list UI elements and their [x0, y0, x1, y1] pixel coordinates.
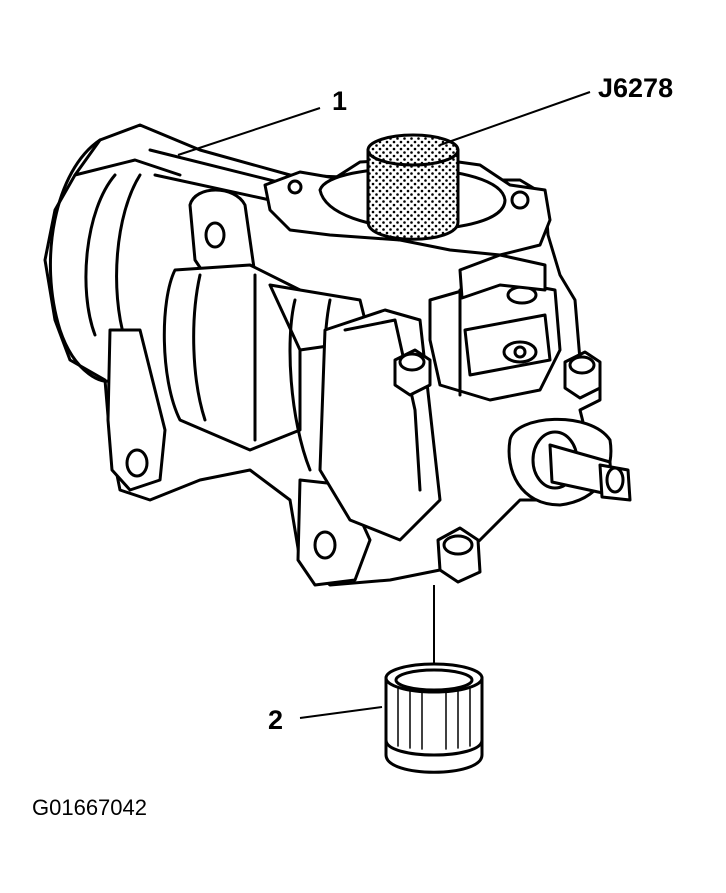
leader-line-2 [299, 706, 383, 719]
tool-j6278 [366, 133, 460, 241]
leader-line-1 [177, 107, 321, 156]
bolt-lower [436, 526, 482, 584]
leader-line-tool [439, 91, 591, 146]
callout-tool: J6278 [598, 73, 674, 103]
bearing [384, 662, 484, 774]
bolt-right [563, 350, 602, 400]
figure-id: G01667042 [32, 795, 147, 820]
bolt-upper [393, 348, 432, 397]
callout-2: 2 [268, 705, 284, 735]
gear-housing [43, 123, 632, 587]
callout-1: 1 [332, 86, 348, 116]
